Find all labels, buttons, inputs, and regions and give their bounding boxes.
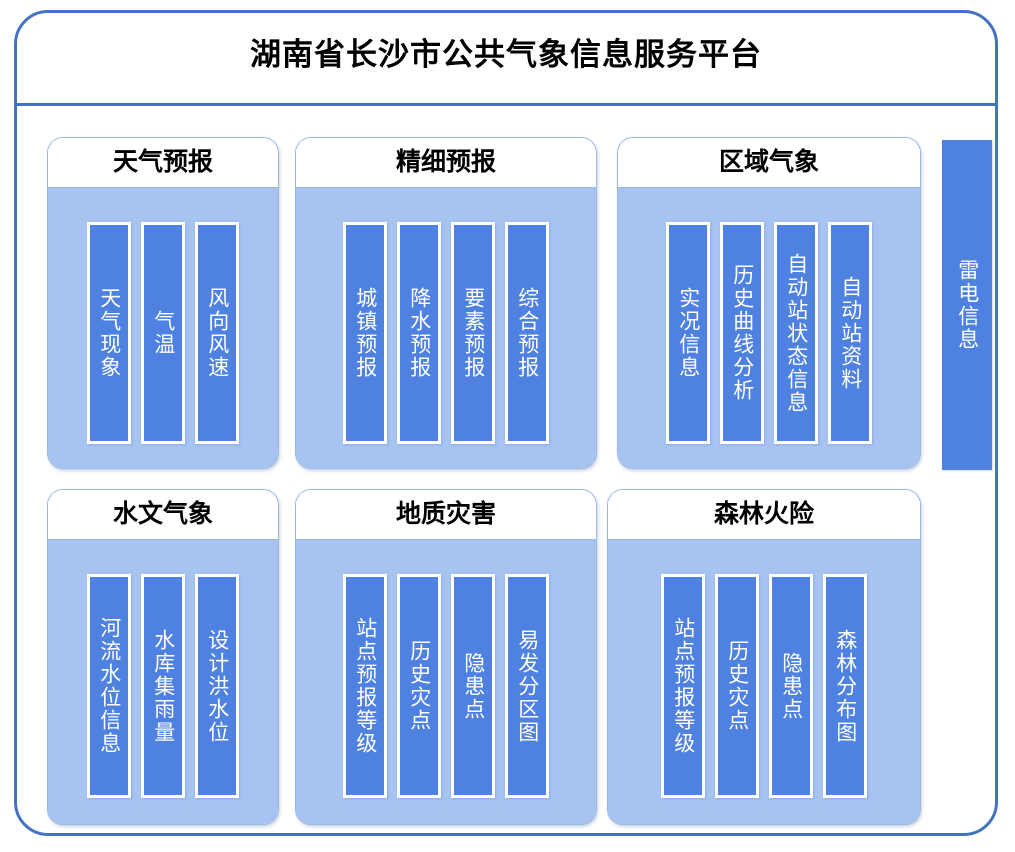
module-item-design-flood-level[interactable]: 设计洪水位 xyxy=(195,574,239,798)
page-title: 湖南省长沙市公共气象信息服务平台 xyxy=(250,36,762,73)
panel-header-hydrological-meteorology: 水文气象 xyxy=(48,490,278,540)
panel-body-hydrological-meteorology: 河流水位信息 水库集雨量 设计洪水位 xyxy=(48,540,278,824)
panel-header-forest-fire-risk: 森林火险 xyxy=(608,490,920,540)
panel-title-weather-forecast: 天气预报 xyxy=(112,146,213,176)
module-item-history-curve-analysis[interactable]: 历史曲线分析 xyxy=(720,222,764,444)
panel-title-forest-fire-risk: 森林火险 xyxy=(713,498,814,528)
module-item-hidden-danger-points-forest[interactable]: 隐患点 xyxy=(769,574,813,798)
module-item-aws-status-information[interactable]: 自动站状态信息 xyxy=(774,222,818,444)
module-item-wind[interactable]: 风向风速 xyxy=(195,222,239,444)
module-item-historical-disaster-points-forest[interactable]: 历史灾点 xyxy=(715,574,759,798)
panel-body-fine-forecast: 城镇预报 降水预报 要素预报 综合预报 xyxy=(296,188,596,468)
module-item-reservoir-catchment-rainfall[interactable]: 水库集雨量 xyxy=(141,574,185,798)
module-item-precipitation-forecast[interactable]: 降水预报 xyxy=(397,222,441,444)
module-grid: 天气预报 天气现象 气温 风向风速 精细预报 城镇预报 降水预报 要素预报 综合… xyxy=(17,109,995,836)
panel-header-geological-hazard: 地质灾害 xyxy=(296,490,596,540)
module-item-lightning-information[interactable]: 雷电信息 xyxy=(942,140,992,470)
module-item-historical-disaster-points-geo[interactable]: 历史灾点 xyxy=(397,574,441,798)
panel-body-regional-meteorology: 实况信息 历史曲线分析 自动站状态信息 自动站资料 xyxy=(618,188,920,468)
module-item-river-water-level-information[interactable]: 河流水位信息 xyxy=(87,574,131,798)
panel-body-geological-hazard: 站点预报等级 历史灾点 隐患点 易发分区图 xyxy=(296,540,596,824)
module-item-aws-data[interactable]: 自动站资料 xyxy=(828,222,872,444)
module-item-forest-distribution-map[interactable]: 森林分布图 xyxy=(823,574,867,798)
panel-header-fine-forecast: 精细预报 xyxy=(296,138,596,188)
panel-hydrological-meteorology[interactable]: 水文气象 河流水位信息 水库集雨量 设计洪水位 xyxy=(47,489,279,825)
panel-regional-meteorology[interactable]: 区域气象 实况信息 历史曲线分析 自动站状态信息 自动站资料 xyxy=(617,137,921,469)
panel-body-forest-fire-risk: 站点预报等级 历史灾点 隐患点 森林分布图 xyxy=(608,540,920,824)
module-item-station-forecast-level-forest[interactable]: 站点预报等级 xyxy=(661,574,705,798)
module-item-hidden-danger-points-geo[interactable]: 隐患点 xyxy=(451,574,495,798)
panel-geological-hazard[interactable]: 地质灾害 站点预报等级 历史灾点 隐患点 易发分区图 xyxy=(295,489,597,825)
panel-title-hydrological-meteorology: 水文气象 xyxy=(112,498,213,528)
panel-header-weather-forecast: 天气预报 xyxy=(48,138,278,188)
module-item-town-forecast[interactable]: 城镇预报 xyxy=(343,222,387,444)
module-item-live-information[interactable]: 实况信息 xyxy=(666,222,710,444)
panel-fine-forecast[interactable]: 精细预报 城镇预报 降水预报 要素预报 综合预报 xyxy=(295,137,597,469)
panel-weather-forecast[interactable]: 天气预报 天气现象 气温 风向风速 xyxy=(47,137,279,469)
platform-frame: 湖南省长沙市公共气象信息服务平台 天气预报 天气现象 气温 风向风速 精细预报 … xyxy=(14,10,998,836)
module-item-element-forecast[interactable]: 要素预报 xyxy=(451,222,495,444)
module-item-station-forecast-level-geo[interactable]: 站点预报等级 xyxy=(343,574,387,798)
platform-title-bar: 湖南省长沙市公共气象信息服务平台 xyxy=(17,13,995,106)
panel-forest-fire-risk[interactable]: 森林火险 站点预报等级 历史灾点 隐患点 森林分布图 xyxy=(607,489,921,825)
module-item-comprehensive-forecast[interactable]: 综合预报 xyxy=(505,222,549,444)
panel-header-regional-meteorology: 区域气象 xyxy=(618,138,920,188)
module-item-temperature[interactable]: 气温 xyxy=(141,222,185,444)
panel-title-geological-hazard: 地质灾害 xyxy=(395,498,496,528)
module-item-susceptibility-zoning-map[interactable]: 易发分区图 xyxy=(505,574,549,798)
module-item-weather-phenomena[interactable]: 天气现象 xyxy=(87,222,131,444)
panel-body-weather-forecast: 天气现象 气温 风向风速 xyxy=(48,188,278,468)
panel-title-regional-meteorology: 区域气象 xyxy=(718,146,819,176)
panel-title-fine-forecast: 精细预报 xyxy=(395,146,496,176)
